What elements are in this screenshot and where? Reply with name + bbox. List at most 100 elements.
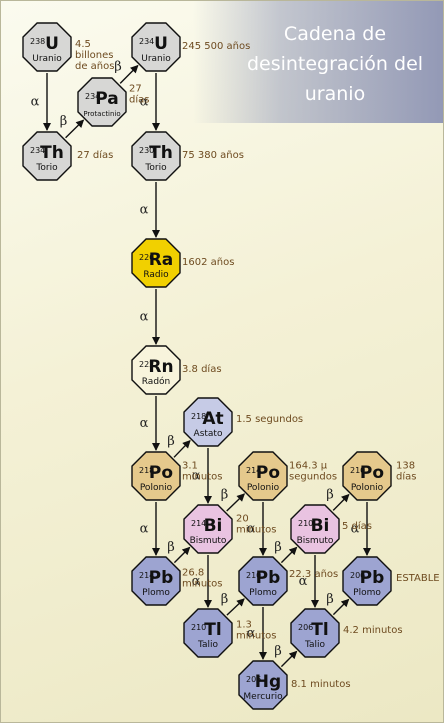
half-life-label: días xyxy=(396,471,416,483)
element-name: Bismuto xyxy=(297,536,334,546)
element-name: Talio xyxy=(197,640,219,650)
decay-arrow-hg206-to-tl206 xyxy=(280,650,298,668)
mass-number: 214 xyxy=(139,571,154,580)
half-life-label: 27 xyxy=(129,84,142,95)
nuclide-octagon xyxy=(131,131,181,181)
nuclide-octagon xyxy=(131,238,181,288)
element-name: Plomo xyxy=(353,588,381,598)
element-symbol: Bi xyxy=(311,516,330,536)
decay-arrow-bi214-to-po214 xyxy=(226,493,246,512)
mass-number: 210 xyxy=(350,466,365,475)
element-symbol: Pa xyxy=(95,89,118,109)
mass-number: 234 xyxy=(30,146,45,155)
mass-number: 206 xyxy=(350,571,365,580)
mass-number: 226 xyxy=(139,253,154,262)
element-name: Polonio xyxy=(351,483,384,493)
element-symbol: Pb xyxy=(256,568,281,588)
decay-arrow-bi210-to-po210 xyxy=(332,493,350,511)
element-name: Uranio xyxy=(141,54,171,64)
half-life-label: 26.8 xyxy=(182,568,204,579)
decay-type-label: β xyxy=(326,488,334,503)
half-life-label: minutos xyxy=(236,525,276,536)
half-life-label: 1.3 xyxy=(236,620,252,631)
element-name: Polonio xyxy=(247,483,280,493)
nuclide-octagon xyxy=(183,608,233,658)
element-name: Astato xyxy=(194,429,223,439)
decay-arrow-tl206-to-pb206 xyxy=(332,598,350,616)
element-name: Protactinio xyxy=(83,110,120,118)
nuclide-octagon xyxy=(131,451,181,501)
half-life-label: 5 días xyxy=(342,520,372,532)
decay-type-label: α xyxy=(140,522,149,537)
mass-number: 218 xyxy=(191,412,206,421)
nuclide-octagon xyxy=(131,556,181,606)
mass-number: 230 xyxy=(139,146,154,155)
element-symbol: Rn xyxy=(148,357,173,377)
mass-number: 214 xyxy=(246,466,261,475)
page-title: Cadena de desintegración del uranio xyxy=(246,23,424,105)
decay-type-label: α xyxy=(31,95,40,110)
element-symbol: Tl xyxy=(204,620,221,640)
nuclide-octagon xyxy=(290,504,340,554)
mass-number: 210 xyxy=(191,623,206,632)
decay-type-label: β xyxy=(221,592,229,607)
mass-number: 234 xyxy=(139,37,154,46)
decay-arrow-tl210-to-pb210 xyxy=(226,598,245,616)
mass-number: 218 xyxy=(139,466,154,475)
nuclide-octagon xyxy=(131,345,181,395)
half-life-label: 4.2 minutos xyxy=(343,625,403,636)
decay-type-label: α xyxy=(351,522,360,537)
mass-number: 210 xyxy=(298,519,313,528)
mass-number: 210 xyxy=(246,571,261,580)
decay-type-label: α xyxy=(192,469,201,484)
half-life-label: de años xyxy=(75,61,114,72)
element-name: Torio xyxy=(144,163,167,173)
decay-type-label: β xyxy=(167,540,175,555)
element-symbol: U xyxy=(154,34,168,54)
decay-arrow-po218-to-at218 xyxy=(173,439,191,458)
decay-type-label: β xyxy=(326,592,334,607)
half-life-label: billones xyxy=(75,50,114,61)
nuclide-octagon xyxy=(290,608,340,658)
element-symbol: At xyxy=(202,409,223,429)
nuclide-octagon xyxy=(131,22,181,72)
half-life-label: 1602 años xyxy=(182,257,234,268)
mass-number: 238 xyxy=(30,37,45,46)
decay-type-label: α xyxy=(247,522,256,537)
nuclide-octagon xyxy=(238,660,288,710)
half-life-label: 164.3 μ xyxy=(289,461,328,472)
nuclide-octagon xyxy=(77,77,127,127)
decay-type-label: β xyxy=(114,60,122,75)
decay-type-label: β xyxy=(221,488,229,503)
half-life-label: 75 380 años xyxy=(182,150,244,161)
decay-arrow-pb214-to-bi214 xyxy=(173,546,191,564)
decay-type-label: α xyxy=(140,416,149,431)
half-life-label: 20 xyxy=(236,514,249,525)
decay-arrow-pb210-to-bi210 xyxy=(280,546,298,564)
element-symbol: Pb xyxy=(360,568,385,588)
half-life-label: minutos xyxy=(182,579,222,590)
decay-type-label: β xyxy=(274,644,282,659)
mass-number: 214 xyxy=(191,519,206,528)
half-life-label: 27 días xyxy=(77,149,113,161)
element-symbol: Tl xyxy=(311,620,328,640)
element-symbol: Ra xyxy=(149,250,174,270)
nuclide-octagon xyxy=(183,397,233,447)
decay-type-label: β xyxy=(274,540,282,555)
element-symbol: Hg xyxy=(255,672,281,692)
element-name: Mercurio xyxy=(243,692,283,702)
